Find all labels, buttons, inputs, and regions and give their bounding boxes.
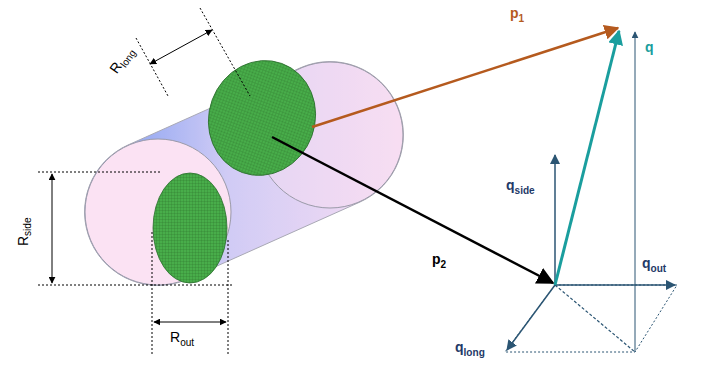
p2-vector xyxy=(272,137,553,283)
axis-arrow xyxy=(555,284,675,286)
dimension-label: Rside xyxy=(16,218,34,247)
vectors xyxy=(272,28,677,352)
source-ellipse-small xyxy=(153,173,227,283)
axis-arrow xyxy=(507,285,555,350)
dimensions xyxy=(38,8,250,356)
projection-line xyxy=(635,32,636,352)
dim-guide xyxy=(228,240,229,356)
projection-plane xyxy=(505,285,677,352)
axis-label: qout xyxy=(642,256,666,274)
dim-arrow xyxy=(150,30,212,64)
dim-guide xyxy=(38,172,160,173)
q-vector xyxy=(555,31,619,285)
vector-label: p1 xyxy=(510,6,524,24)
cylinder xyxy=(85,45,404,285)
vector-label: q xyxy=(645,40,654,54)
dim-guide xyxy=(38,285,232,286)
dimension-label: Rlong xyxy=(107,44,138,78)
axis-label: qlong xyxy=(455,340,485,358)
dim-arrow xyxy=(154,322,226,323)
dim-guide xyxy=(136,38,168,96)
axis-arrow xyxy=(554,155,556,285)
projection-line xyxy=(555,285,635,352)
dim-guide xyxy=(200,8,250,96)
p1-vector xyxy=(312,28,618,127)
axis-label: qside xyxy=(506,178,535,196)
cylinder-front-end xyxy=(85,139,231,285)
dim-guide xyxy=(152,232,153,356)
dim-arrow xyxy=(52,174,53,283)
dimension-label: Rout xyxy=(170,330,194,348)
vector-label: p2 xyxy=(432,252,446,270)
